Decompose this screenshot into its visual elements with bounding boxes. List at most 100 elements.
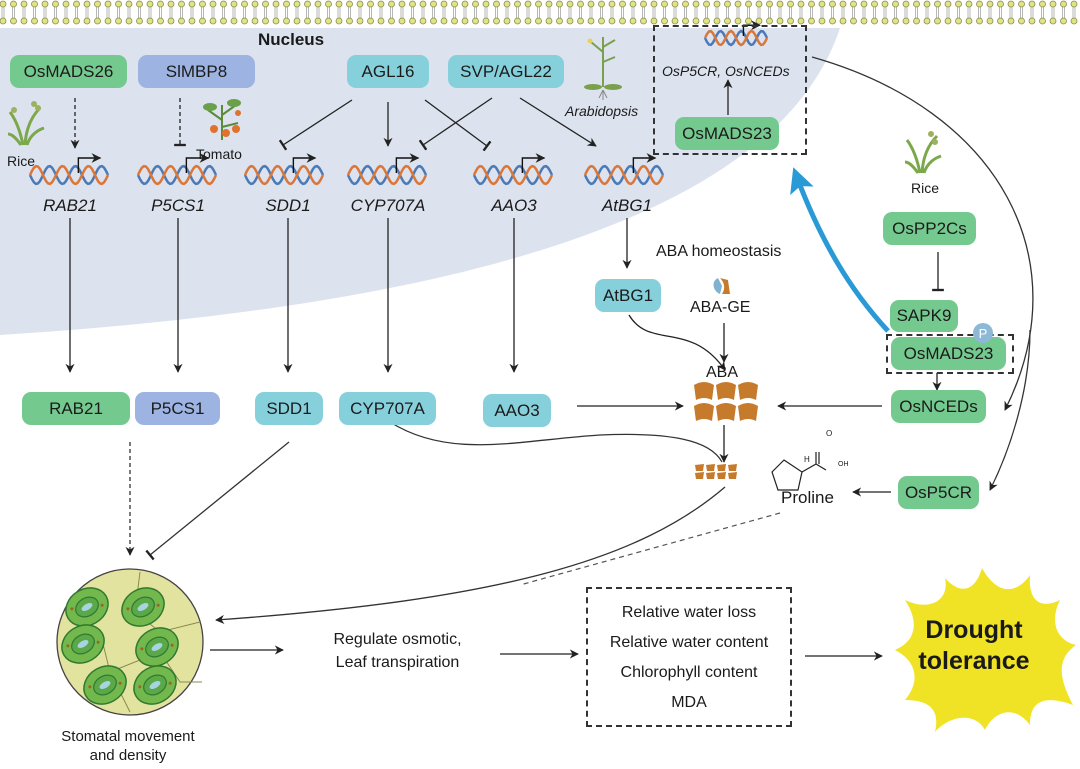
lipid-head: [409, 0, 416, 8]
protein-osp5cr[interactable]: OsP5CR: [898, 476, 979, 509]
lipid-head: [0, 17, 7, 25]
lipid-head: [556, 17, 563, 25]
lipid-head: [661, 17, 668, 25]
lipid-head: [167, 0, 175, 8]
arrow-svp-atbg1: [519, 97, 597, 147]
protein-osnceds[interactable]: OsNCEDs: [891, 390, 986, 423]
lipid-head: [0, 0, 7, 8]
lipid-head: [619, 17, 626, 25]
lipid-head: [682, 17, 689, 25]
lipid-head: [125, 17, 133, 25]
lipid-head: [293, 0, 301, 8]
phosphorylation-badge: P: [973, 323, 993, 343]
lipid-head: [220, 17, 227, 25]
aba-fragment-icon: [717, 464, 726, 471]
lipid-head: [913, 17, 920, 25]
gene-atbg1: AtBG1: [601, 196, 653, 215]
lipid-head: [115, 17, 122, 25]
protein-p5cs1[interactable]: P5CS1: [135, 392, 220, 425]
lipid-head: [304, 17, 311, 25]
regulate-line2: Leaf transpiration: [335, 654, 460, 671]
lipid-head: [934, 17, 941, 25]
transcription-start-arrow: [185, 153, 210, 173]
lipid-head: [335, 0, 343, 8]
lipid-head: [692, 0, 700, 8]
lipid-head: [20, 17, 28, 25]
lipid-head: [986, 17, 994, 25]
protein-sapk9[interactable]: SAPK9: [890, 300, 958, 332]
lipid-head: [1007, 17, 1015, 25]
lipid-head: [104, 0, 112, 8]
lipid-head: [283, 0, 290, 8]
lipid-head: [62, 0, 70, 8]
aba-molecule-icon: [738, 403, 758, 421]
aba-molecule-icon: [738, 382, 758, 400]
lipid-head: [1049, 0, 1057, 8]
lipid-head: [976, 0, 983, 8]
dna-helix-icon: [28, 153, 110, 186]
lipid-head: [745, 0, 752, 8]
nucleus-title: Nucleus: [258, 30, 325, 49]
stoma-icon: [133, 665, 177, 705]
lipid-head: [283, 17, 290, 25]
stomata-illustration: [56, 568, 204, 716]
protein-sdd1[interactable]: SDD1: [255, 392, 323, 425]
lipid-head: [472, 17, 479, 25]
aba-ge-label: ABA-GE: [690, 299, 751, 316]
lipid-head: [608, 0, 616, 8]
lipid-head: [787, 17, 794, 25]
lipid-head: [766, 17, 773, 25]
lipid-head: [839, 17, 847, 25]
lipid-head: [440, 0, 448, 8]
aba-molecule-icon: [716, 382, 736, 400]
protein-osmads23[interactable]: OsMADS23: [891, 337, 1006, 370]
regulator-svp-agl22[interactable]: SVP/AGL22: [448, 55, 564, 88]
lipid-head: [524, 17, 532, 25]
lipid-head: [986, 0, 994, 8]
lipid-head: [251, 17, 259, 25]
gene-aao3: AAO3: [491, 196, 537, 215]
gene-cyp707a: CYP707A: [350, 196, 426, 215]
lipid-head: [1018, 0, 1025, 8]
protein-rab21[interactable]: RAB21: [22, 392, 130, 425]
lipid-head: [178, 0, 185, 8]
traits-list: Relative water loss Relative water conte…: [586, 598, 792, 718]
lipid-head: [724, 0, 731, 8]
regulator-osmads26[interactable]: OsMADS26: [10, 55, 127, 88]
curve-to-osnceds: [811, 56, 1034, 411]
lipid-head: [325, 0, 332, 8]
lipid-head: [997, 17, 1004, 25]
lipid-head: [944, 0, 952, 8]
lipid-head: [776, 0, 784, 8]
protein-atbg1[interactable]: AtBG1: [595, 279, 661, 312]
osmads23-target-genes: OsP5CR, OsNCEDs: [662, 63, 790, 79]
lipid-head: [629, 0, 637, 8]
protein-aao3[interactable]: AAO3: [483, 394, 551, 427]
lipid-head: [640, 0, 647, 8]
lipid-head: [104, 17, 112, 25]
protein-cyp707a[interactable]: CYP707A: [339, 392, 436, 425]
lipid-head: [461, 0, 469, 8]
aba-fragment-icon: [706, 464, 715, 471]
protein-ospp2cs[interactable]: OsPP2Cs: [883, 212, 976, 245]
lipid-head: [545, 0, 553, 8]
aba-fragment-icon: [695, 464, 704, 471]
proline-oh: OH: [838, 461, 849, 468]
regulator-agl16[interactable]: AGL16: [347, 55, 429, 88]
highlight-arrow: [790, 167, 890, 333]
aba-fragment-icon: [695, 472, 704, 479]
lipid-head: [965, 0, 973, 8]
lipid-head: [220, 0, 227, 8]
lipid-head: [892, 17, 899, 25]
lipid-head: [325, 17, 332, 25]
lipid-head: [83, 0, 91, 8]
lipid-head: [871, 17, 878, 25]
regulator-slmbp8[interactable]: SlMBP8: [138, 55, 255, 88]
lipid-head: [1049, 17, 1057, 25]
osmads23-nuclear[interactable]: OsMADS23: [675, 117, 779, 150]
stoma-icon: [65, 587, 109, 627]
lipid-head: [797, 0, 805, 8]
aba-molecule-icon: [694, 403, 714, 421]
drought-line2: tolerance: [918, 647, 1030, 675]
gene-sdd1: SDD1: [265, 196, 311, 215]
